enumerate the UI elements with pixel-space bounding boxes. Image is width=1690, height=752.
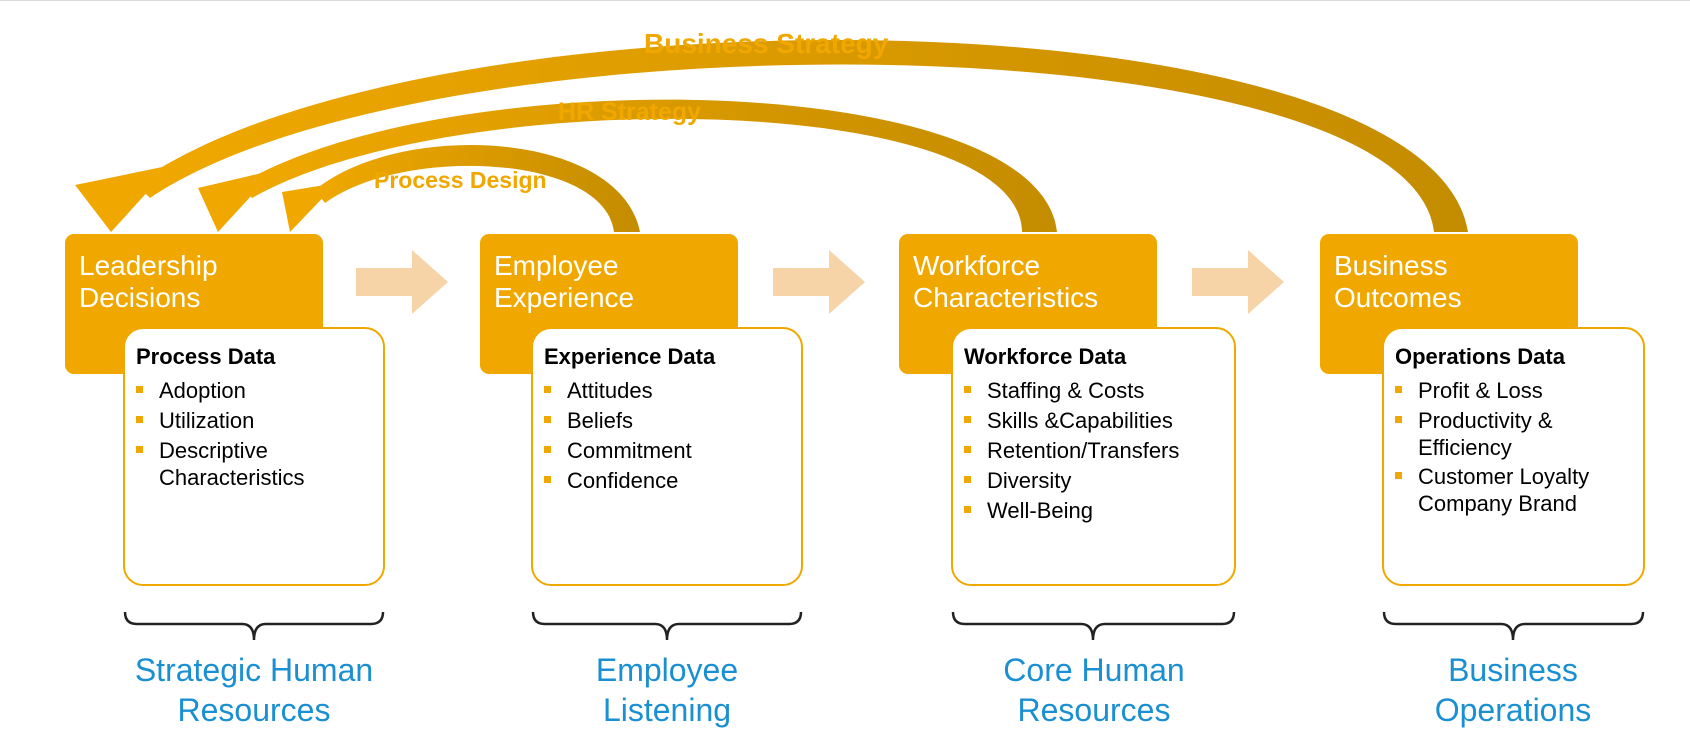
process-design-arc: [315, 145, 640, 232]
group-brace: [123, 611, 385, 641]
process-design-arrowhead: [282, 183, 337, 232]
data-box-title: Process Data: [136, 344, 276, 369]
group-label-employee-listening: Employee Listening: [595, 652, 739, 728]
business-strategy-arc: [136, 40, 1468, 232]
group-label-strategic-hr: Strategic Human Resources: [134, 652, 374, 728]
process-data-box: Process Data Adoption Utilization Descri…: [123, 327, 385, 586]
group-label-business-operations: Business Operations: [1434, 652, 1592, 728]
experience-data-box: Experience Data Attitudes Beliefs Commit…: [531, 327, 803, 586]
hr-strategy-arrowhead: [198, 170, 275, 232]
process-design-label: Process Design: [374, 167, 547, 193]
bullet-icon: [544, 476, 551, 483]
operations-data-box: Operations Data Profit & Loss Productivi…: [1382, 327, 1645, 586]
data-box-title: Operations Data: [1395, 344, 1565, 369]
bullet-icon: [964, 416, 971, 423]
top-divider: [0, 0, 1690, 1]
bullet-icon: [544, 416, 551, 423]
list-item: Beliefs: [543, 406, 791, 436]
data-item-list: Attitudes Beliefs Commitment Confidence: [543, 376, 791, 496]
list-item: Profit & Loss: [1394, 376, 1633, 406]
bullet-icon: [964, 476, 971, 483]
bullet-icon: [1395, 472, 1402, 479]
group-brace: [531, 611, 803, 641]
workforce-data-box: Workforce Data Staffing & Costs Skills &…: [951, 327, 1236, 586]
flow-arrow-icon: [356, 250, 448, 314]
list-item: Attitudes: [543, 376, 791, 406]
group-label-core-hr: Core Human Resources: [1003, 652, 1185, 728]
business-strategy-label: Business Strategy: [644, 28, 889, 59]
stage-title-line1: Business: [1334, 250, 1448, 281]
data-box-title: Experience Data: [544, 344, 716, 369]
list-item: Well-Being: [963, 496, 1224, 526]
bullet-icon: [136, 446, 143, 453]
list-item: Adoption: [135, 376, 373, 406]
business-strategy-arrowhead: [75, 165, 172, 232]
stage-title-line2: Experience: [494, 282, 635, 313]
group-brace: [951, 611, 1236, 641]
list-item: Diversity: [963, 466, 1224, 496]
bullet-icon: [964, 386, 971, 393]
stage-title-line2: Characteristics: [913, 282, 1099, 313]
flow-arrow-icon: [773, 250, 865, 314]
bullet-icon: [1395, 386, 1402, 393]
stage-title-line2: Outcomes: [1334, 282, 1462, 313]
list-item: Utilization: [135, 406, 373, 436]
stage-title-line1: Employee: [494, 250, 619, 281]
bullet-icon: [136, 386, 143, 393]
stage-title-line1: Leadership: [79, 250, 218, 281]
data-box-title: Workforce Data: [964, 344, 1127, 369]
data-item-list: Staffing & Costs Skills &Capabilities Re…: [963, 376, 1224, 526]
flow-arrow-icon: [1192, 250, 1284, 314]
list-item: Staffing & Costs: [963, 376, 1224, 406]
stage-title-line2: Decisions: [79, 282, 201, 313]
list-item: Productivity &Efficiency: [1394, 406, 1633, 462]
data-item-list: Profit & Loss Productivity &Efficiency C…: [1394, 376, 1633, 518]
hr-strategy-arc: [240, 99, 1057, 232]
bullet-icon: [964, 506, 971, 513]
bullet-icon: [544, 386, 551, 393]
bullet-icon: [1395, 416, 1402, 423]
list-item: Commitment: [543, 436, 791, 466]
list-item: Confidence: [543, 466, 791, 496]
bullet-icon: [544, 446, 551, 453]
bullet-icon: [964, 446, 971, 453]
list-item: Skills &Capabilities: [963, 406, 1224, 436]
stage-title-line1: Workforce: [913, 250, 1041, 281]
group-brace: [1382, 611, 1645, 641]
hr-strategy-label: HR Strategy: [558, 98, 702, 126]
bullet-icon: [136, 416, 143, 423]
list-item: Retention/Transfers: [963, 436, 1224, 466]
